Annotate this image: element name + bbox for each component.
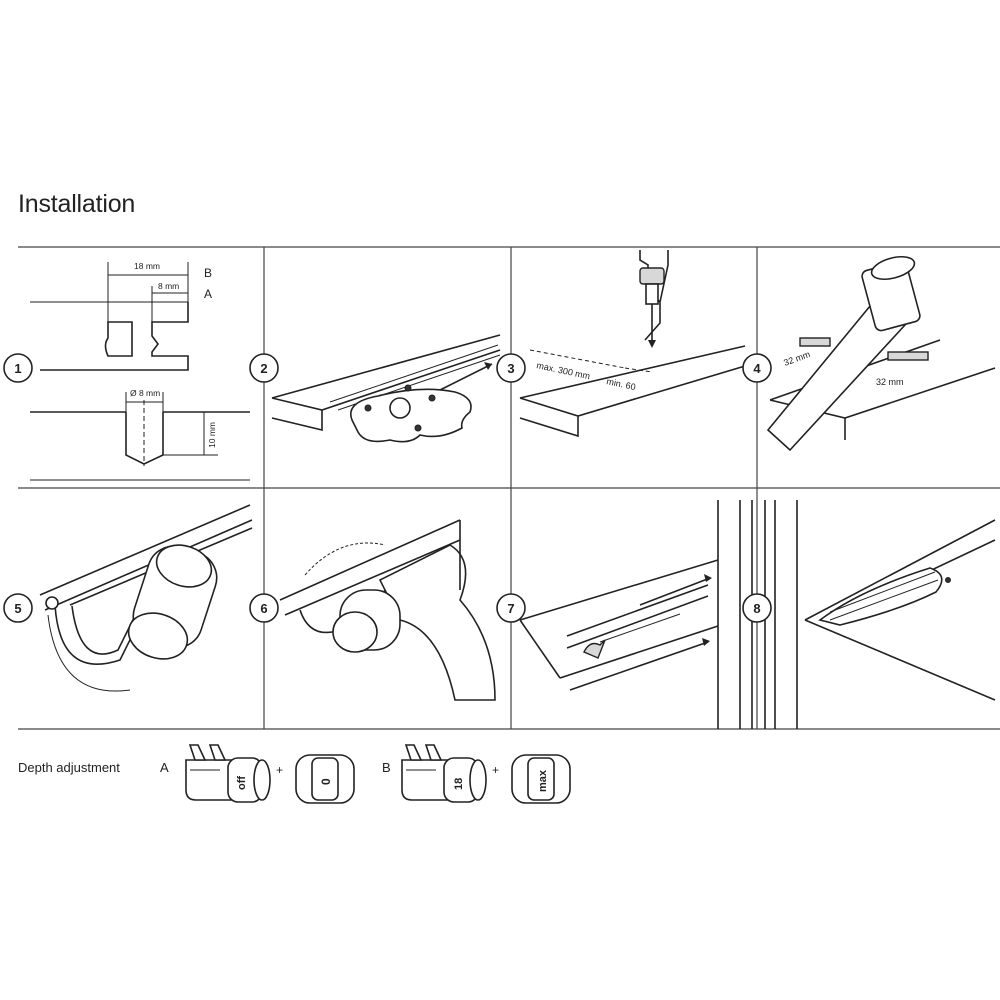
step-badge-4: 4 — [742, 353, 772, 383]
dim-10mm: 10 mm — [207, 422, 217, 448]
dim-32mm-b: 32 mm — [876, 377, 904, 387]
svg-text:3: 3 — [507, 361, 514, 376]
dim-diameter: Ø 8 mm — [130, 388, 160, 398]
depth-b-device: 18 — [401, 744, 487, 803]
panel-4: 32 mm 32 mm — [766, 255, 996, 452]
plus-a: + — [276, 763, 283, 777]
dim-18mm: 18 mm — [134, 261, 160, 271]
step-badges: 1 2 3 4 5 6 7 8 — [3, 353, 772, 623]
step-badge-2: 2 — [249, 353, 279, 383]
svg-text:7: 7 — [507, 601, 514, 616]
svg-text:1: 1 — [14, 361, 21, 376]
step-badge-7: 7 — [496, 593, 526, 623]
option-b-label: B — [382, 760, 391, 775]
svg-text:4: 4 — [753, 361, 761, 376]
dim-8mm: 8 mm — [158, 281, 179, 291]
svg-text:6: 6 — [260, 601, 267, 616]
step-badge-8: 8 — [742, 593, 772, 623]
panel-7 — [519, 500, 753, 729]
knob-a1-label: off — [236, 776, 248, 790]
knob-b1-label: 18 — [453, 778, 465, 790]
label-a: A — [204, 287, 212, 301]
panel-1: 18 mm 8 mm B A Ø 8 mm 10 mm — [30, 261, 250, 481]
panel-5 — [39, 504, 253, 692]
svg-text:8: 8 — [753, 601, 760, 616]
dim-32mm-a: 32 mm — [782, 349, 811, 368]
svg-text:5: 5 — [14, 601, 21, 616]
panel-grid — [18, 246, 1000, 730]
panel-2 — [271, 334, 501, 443]
plus-b: + — [492, 763, 499, 777]
step-badge-1: 1 — [3, 353, 33, 383]
depth-a-device: off — [185, 744, 271, 803]
knob-a2-label: 0 — [319, 778, 333, 785]
page-title: Installation — [18, 190, 136, 218]
dim-max-300: max. 300 mm — [536, 360, 591, 381]
panel-6 — [279, 519, 496, 701]
depth-b-knob: max — [511, 754, 571, 804]
step-badge-3: 3 — [496, 353, 526, 383]
depth-adjustment-label: Depth adjustment — [18, 760, 120, 775]
dim-min-60: min. 60 — [606, 376, 637, 392]
step-badge-6: 6 — [249, 593, 279, 623]
knob-b2-label: max — [537, 769, 549, 792]
panel-3: max. 300 mm min. 60 — [519, 250, 746, 438]
option-a-label: A — [160, 760, 169, 775]
depth-adjustment: off + 0 18 + max — [185, 744, 571, 804]
svg-text:2: 2 — [260, 361, 267, 376]
step-badge-5: 5 — [3, 593, 33, 623]
depth-a-knob: 0 — [295, 754, 355, 804]
label-b: B — [204, 266, 212, 280]
panel-8 — [764, 500, 996, 729]
